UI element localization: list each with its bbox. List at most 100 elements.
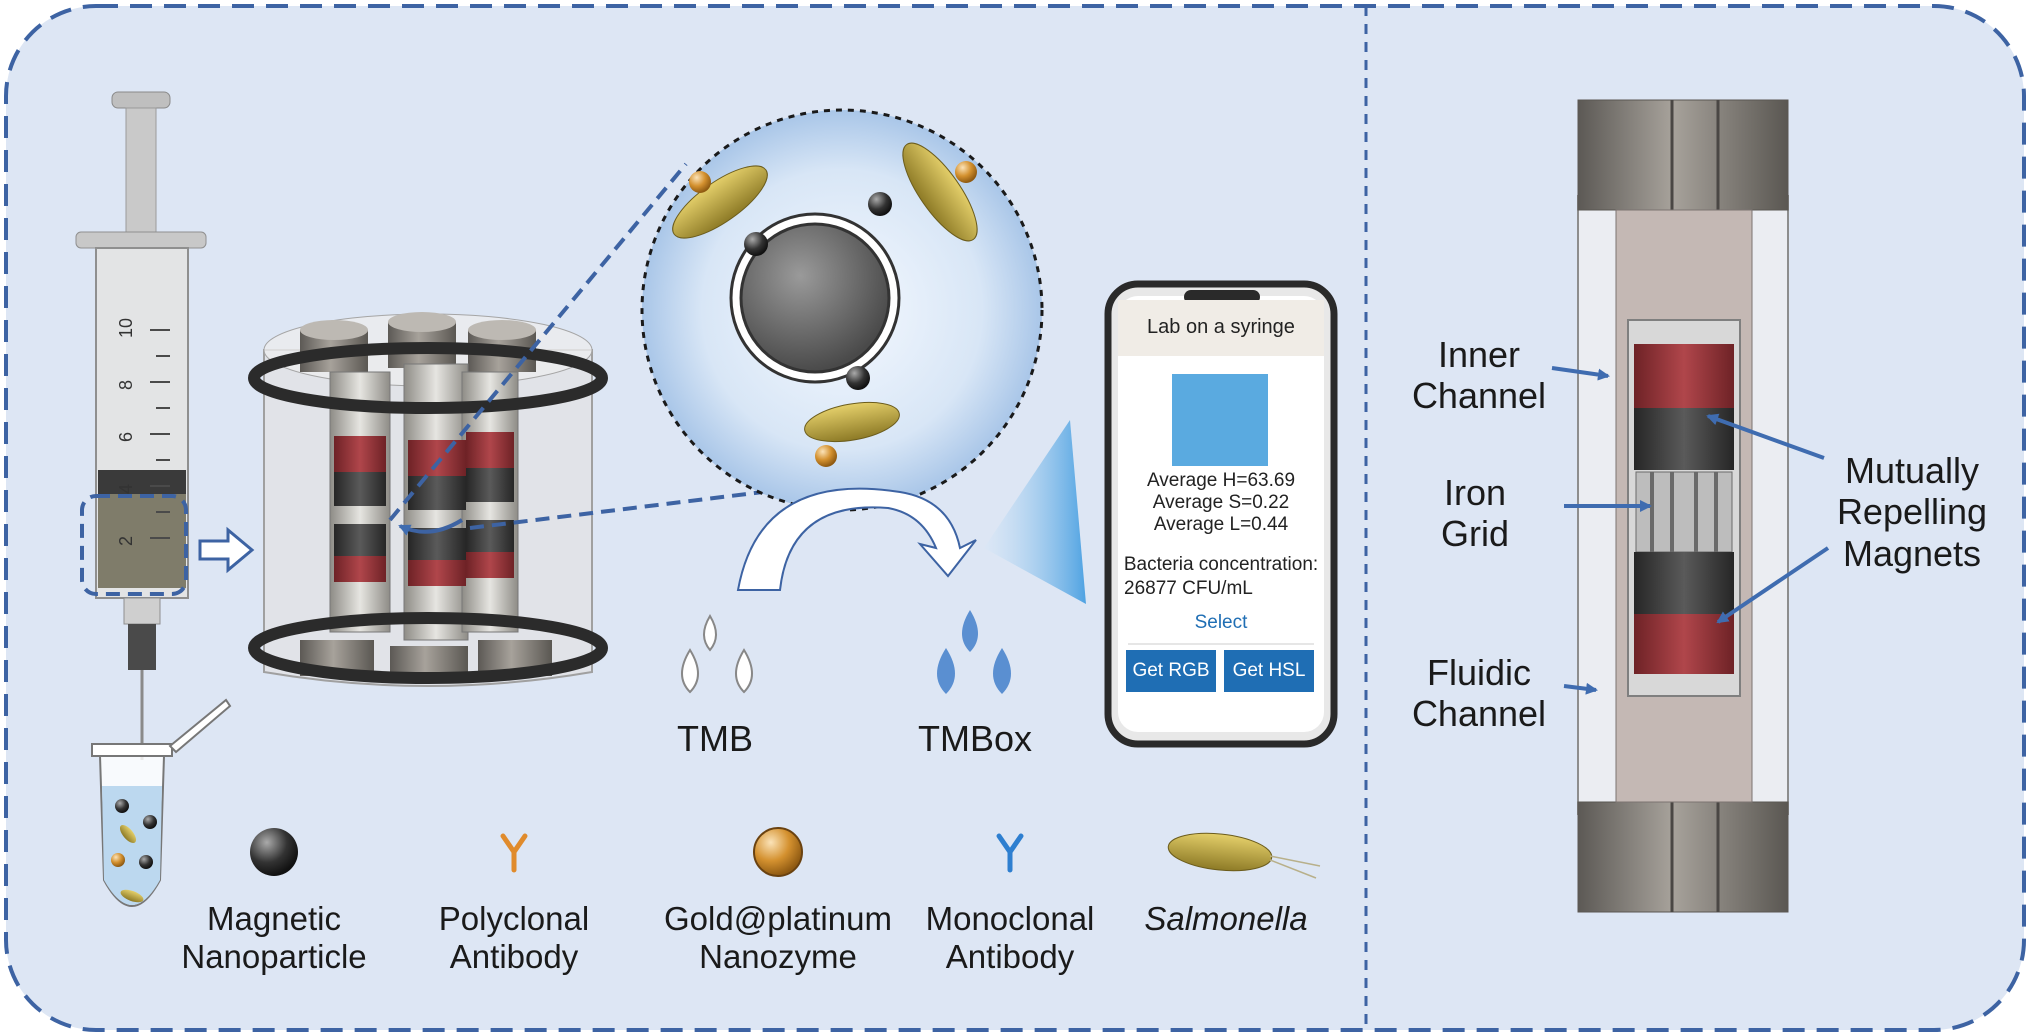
legend-magnetic-nanoparticle-label: Magnetic Nanoparticle	[174, 900, 374, 976]
legend-icons	[250, 827, 1321, 879]
tmbox-droplet	[962, 610, 978, 652]
legend-magnetic-nanoparticle-icon	[250, 828, 298, 876]
zoom-line	[388, 162, 688, 522]
syringe-plunger-seal	[98, 470, 186, 494]
legend-line: Monoclonal	[925, 900, 1095, 937]
hollow-arrow	[198, 526, 255, 574]
syringe-illustration: 10 8 6 4 2	[75, 91, 207, 760]
tube-particle	[111, 853, 125, 867]
phone-title-bar	[1118, 300, 1324, 356]
device-cap-top	[300, 320, 368, 340]
device-dark-magnet	[408, 476, 466, 510]
legend-polyclonal-antibody-label: Polyclonal Antibody	[414, 900, 614, 976]
label-line: Channel	[1411, 375, 1547, 417]
get-rgb-button[interactable]: Get RGB	[1126, 650, 1216, 692]
device-ring	[248, 612, 608, 684]
tmbox-label: TMBox	[917, 718, 1032, 759]
bubble-bacterium	[804, 366, 900, 467]
device-ring	[248, 342, 608, 414]
device-red-magnet	[408, 560, 466, 586]
dark-magnet	[1634, 408, 1734, 470]
phone-result-line: Average H=63.69	[1146, 470, 1296, 491]
legend-line: Salmonella	[1144, 900, 1308, 937]
bubble-bacterium	[868, 142, 978, 242]
phone-concentration-value: 26877 CFU/mL	[1124, 578, 1253, 599]
bottom-nut	[1577, 801, 1789, 913]
syringe-tip	[123, 597, 161, 625]
label-line: Magnets	[1842, 532, 1982, 574]
inner-channel-arrow	[1551, 366, 1610, 381]
phone-select-link[interactable]: Select	[1194, 612, 1248, 633]
magnet-arrow-upper	[1706, 413, 1825, 460]
device-cap-top	[388, 312, 456, 332]
color-swatch	[1172, 374, 1268, 466]
legend-gold-nanozyme-icon	[753, 827, 803, 877]
channel-cross-section	[1551, 99, 1830, 913]
legend-polyclonal-antibody-icon	[500, 833, 528, 873]
device-red-magnet	[334, 556, 386, 582]
tube-liquid	[102, 786, 162, 905]
device-dark-magnet	[334, 472, 386, 506]
legend-salmonella-icon	[1167, 832, 1321, 879]
syringe-plunger-rod	[125, 107, 157, 233]
legend-line: Antibody	[449, 937, 579, 975]
legend-monoclonal-antibody-icon	[996, 833, 1024, 873]
iron-grid-label: Iron Grid	[1400, 472, 1550, 555]
label-line: Iron	[1443, 472, 1507, 513]
light-beam	[984, 420, 1086, 604]
dark-magnet	[1634, 552, 1734, 614]
device-red-magnet	[408, 440, 466, 476]
syringe-plunger-cap	[111, 91, 171, 109]
syringe-scale-label: 6	[116, 432, 136, 442]
legend-line: Nanoparticle	[181, 937, 367, 975]
label-line: Grid	[1440, 513, 1509, 555]
device-red-magnet	[466, 432, 514, 468]
magnets-label: Mutually Repelling Magnets	[1822, 450, 2002, 574]
bubble-bacterium	[672, 165, 768, 256]
legend-monoclonal-antibody-label: Monoclonal Antibody	[910, 900, 1110, 976]
tmb-droplet	[735, 648, 753, 694]
tmbox-droplet	[937, 648, 955, 694]
get-hsl-button[interactable]: Get HSL	[1224, 650, 1314, 692]
tube-particle	[143, 815, 157, 829]
device-red-magnet	[334, 436, 386, 472]
red-magnet	[1634, 614, 1734, 674]
phone-result-line: Average L=0.44	[1153, 514, 1289, 535]
tube-hinge	[168, 698, 232, 754]
inner-channel-label: Inner Channel	[1394, 334, 1564, 417]
syringe-scale-label: 10	[116, 318, 136, 338]
label-line: Channel	[1411, 693, 1547, 735]
device-dark-magnet	[334, 524, 386, 556]
device-dark-magnet	[466, 468, 514, 502]
syringe-needle-hub	[128, 624, 156, 670]
syringe-scale-label: 2	[116, 536, 136, 546]
zoom-line	[469, 484, 813, 530]
legend-line: Magnetic	[207, 900, 341, 937]
zoom-bubble	[640, 108, 1044, 512]
magnetic-separator-device	[248, 312, 608, 687]
phone-concentration-label: Bacteria concentration:	[1123, 554, 1319, 575]
legend-line: Gold@platinum	[664, 900, 892, 937]
syringe-scale-ticks	[150, 329, 170, 539]
reaction-curved-arrow	[736, 487, 977, 591]
reaction-arrow-group	[681, 487, 1011, 694]
tube-lid	[91, 743, 173, 757]
legend-gold-nanozyme-label: Gold@platinum Nanozyme	[638, 900, 918, 976]
fluidic-channel-label: Fluidic Channel	[1394, 652, 1564, 735]
legend-salmonella-label: Salmonella	[1126, 900, 1326, 938]
smartphone	[1104, 280, 1338, 748]
legend-line: Polyclonal	[438, 900, 590, 937]
device-dark-magnet	[466, 520, 514, 552]
top-nut	[1577, 99, 1789, 211]
syringe-liquid	[98, 490, 186, 588]
magnetic-bead	[739, 222, 891, 374]
device-dark-magnet	[408, 528, 466, 560]
legend-line: Nanozyme	[699, 937, 857, 975]
tmbox-droplet	[993, 648, 1011, 694]
label-line: Fluidic	[1426, 652, 1532, 693]
device-cap-top	[468, 320, 536, 340]
tube-particle	[115, 799, 129, 813]
sample-tube	[91, 698, 232, 907]
phone-result-line: Average S=0.22	[1152, 492, 1290, 513]
